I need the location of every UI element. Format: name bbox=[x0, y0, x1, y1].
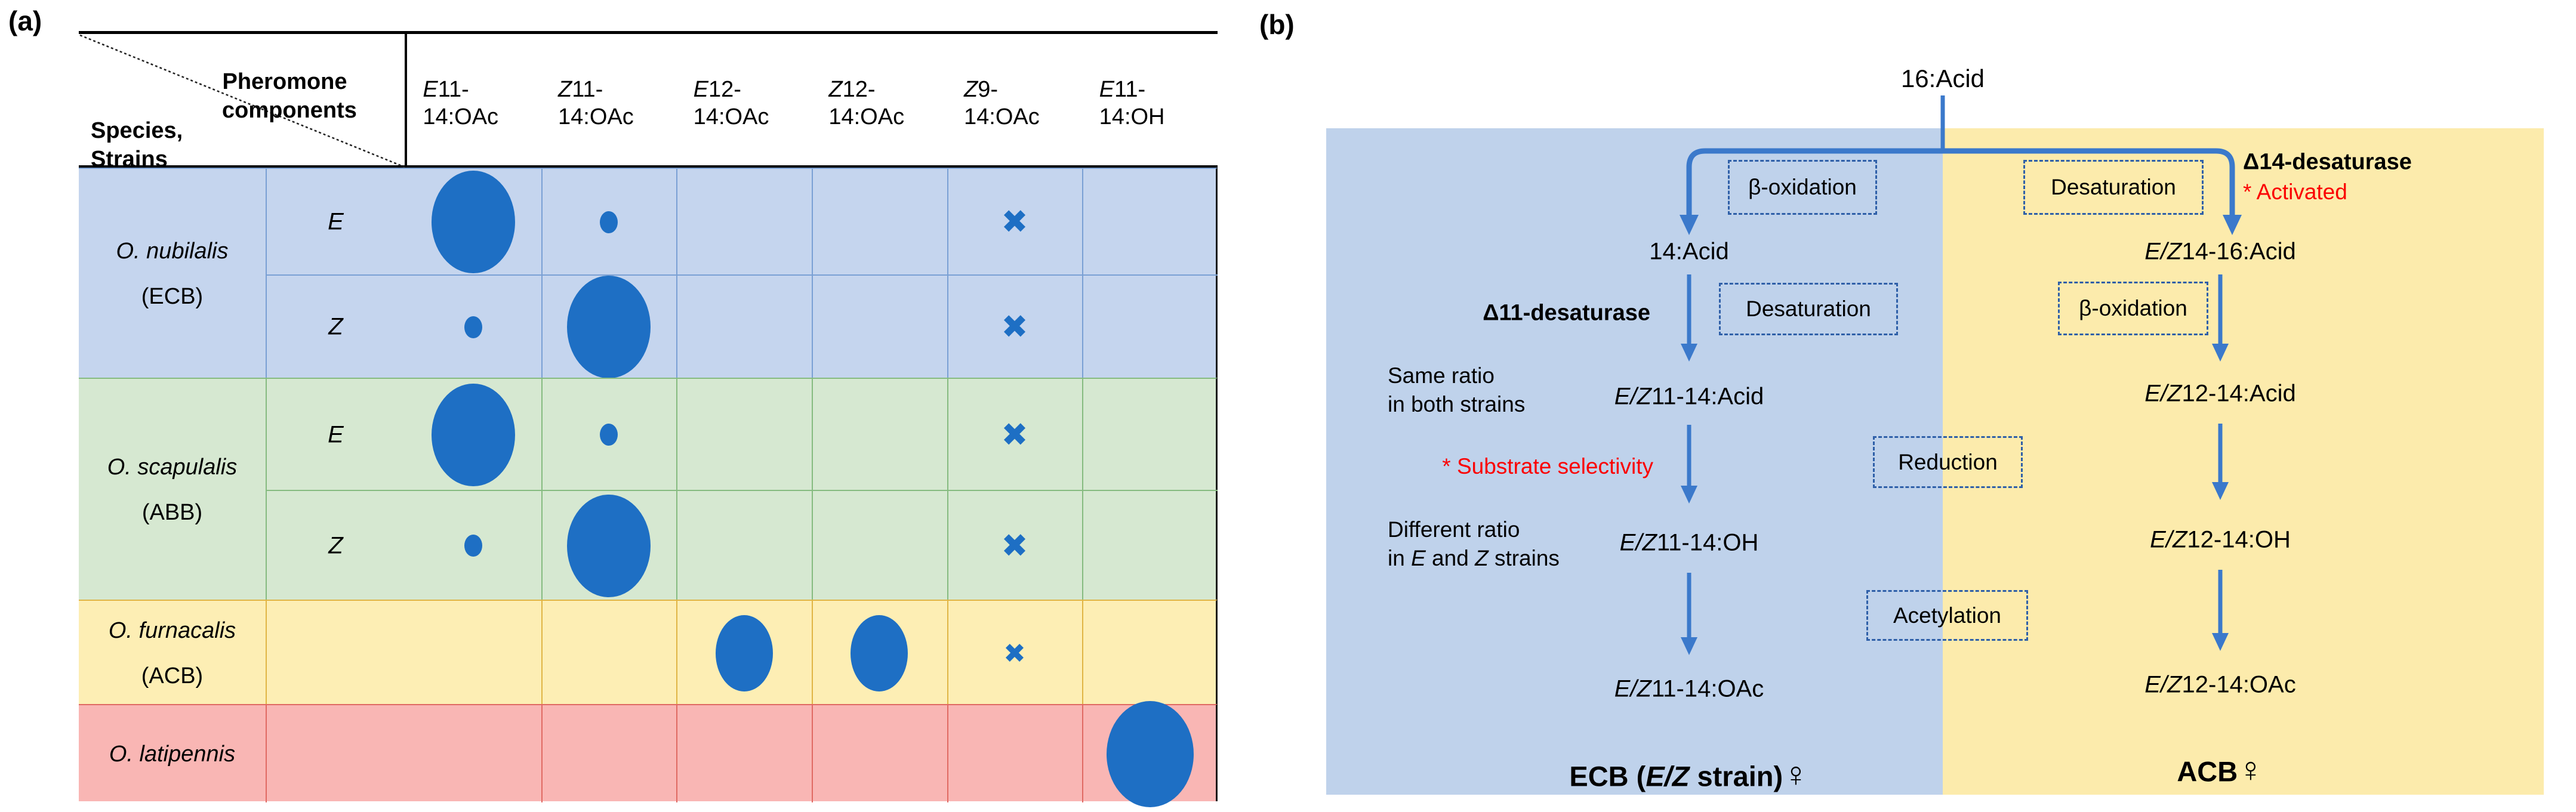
column-header-1: Z11-14:OAc bbox=[558, 77, 634, 129]
absent-component-x-mark: ✖ bbox=[1003, 638, 1026, 668]
column-header-4: Z9-14:OAc bbox=[964, 77, 1040, 129]
grid-line bbox=[676, 601, 678, 705]
table-section-latipennis: O. latipennis bbox=[79, 700, 1218, 807]
pheromone-amount-circle-large bbox=[432, 383, 516, 486]
panel-b-label: (b) bbox=[1259, 9, 1295, 40]
strain-divider-line bbox=[266, 274, 1218, 276]
absent-component-x-mark: ✖ bbox=[1001, 309, 1028, 345]
node-14-acid: 14:Acid bbox=[1649, 238, 1729, 265]
node-16-acid: 16:Acid bbox=[1900, 64, 1985, 92]
grid-line bbox=[541, 601, 543, 705]
strain-cell: Z bbox=[328, 313, 343, 340]
column-header-3: Z12-14:OAc bbox=[828, 77, 905, 129]
substrate-selectivity-note: * Substrate selectivity bbox=[1442, 454, 1653, 478]
pheromone-amount-circle-large bbox=[432, 171, 516, 273]
pheromone-amount-circle-small bbox=[600, 424, 618, 446]
pheromone-amount-circle-small bbox=[464, 316, 483, 338]
grid-line bbox=[1082, 169, 1084, 379]
table-section-acb: O. furnacalis(ACB) ✖ bbox=[79, 600, 1218, 705]
grid-line bbox=[676, 169, 678, 379]
pheromone-amount-circle-small bbox=[464, 535, 483, 557]
column-header-5: E11-14:OH bbox=[1099, 77, 1165, 129]
grid-line bbox=[947, 705, 948, 802]
table-section-ecb: O. nubilalis(ECB) E ✖ Z ✖ bbox=[79, 168, 1218, 379]
absent-component-x-mark: ✖ bbox=[1001, 204, 1028, 240]
acb-background bbox=[1943, 128, 2544, 795]
column-header-2: E12-14:OAc bbox=[693, 77, 769, 129]
grid-line bbox=[541, 705, 543, 802]
grid-line bbox=[541, 169, 543, 379]
acb-footer: ACB♀ bbox=[2177, 750, 2264, 789]
grid-line bbox=[1082, 705, 1084, 802]
grid-line bbox=[266, 705, 267, 802]
strain-cell: Z bbox=[328, 532, 343, 558]
reduction-box: Reduction bbox=[1873, 436, 2023, 488]
acetylation-box: Acetylation bbox=[1866, 590, 2028, 641]
grid-line bbox=[266, 169, 267, 379]
grid-line bbox=[812, 705, 813, 802]
node-ez12-14-oac: E/Z12-14:OAc bbox=[2144, 671, 2296, 698]
pheromone-amount-circle-large bbox=[567, 276, 651, 378]
column-header-0: E11-14:OAc bbox=[423, 77, 499, 129]
pheromone-amount-circle-medium bbox=[715, 615, 773, 691]
pathway-panel: (b) 16:Acid 14:Acid bbox=[1253, 0, 2576, 812]
grid-line bbox=[676, 705, 678, 802]
species-cell-acb: O. furnacalis(ACB) bbox=[108, 618, 236, 688]
grid-line bbox=[812, 601, 813, 705]
node-ez11-14-acid: E/Z11-14:Acid bbox=[1614, 383, 1764, 410]
node-ez12-14-acid: E/Z12-14:Acid bbox=[2144, 380, 2296, 407]
pheromone-amount-circle-xlarge bbox=[1106, 700, 1194, 807]
beta-oxidation-box-right: β-oxidation bbox=[2058, 282, 2208, 335]
node-ez11-14-oh: E/Z11-14:OH bbox=[1619, 529, 1759, 556]
strain-cell: E bbox=[328, 421, 344, 447]
grid-line bbox=[1082, 601, 1084, 705]
ecb-strain-footer: ECB (E/Z strain)♀ bbox=[1569, 755, 1809, 794]
pheromone-amount-circle-large bbox=[567, 494, 651, 597]
table-section-abb: O. scapulalis(ABB) E ✖ Z ✖ bbox=[79, 378, 1218, 601]
pheromone-amount-circle-small bbox=[600, 211, 618, 233]
species-cell-latipennis: O. latipennis bbox=[109, 741, 236, 767]
grid-line bbox=[812, 169, 813, 379]
strain-divider-line bbox=[266, 490, 1218, 491]
delta11-desaturase-label: Δ11-desaturase bbox=[1483, 300, 1650, 326]
grid-line bbox=[947, 169, 948, 379]
delta14-desaturase-label: Δ14-desaturase bbox=[2243, 149, 2412, 175]
node-ez12-14-oh: E/Z12-14:OH bbox=[2150, 526, 2291, 553]
strain-cell: E bbox=[328, 208, 344, 235]
node-ez14-16-acid: E/Z14-16:Acid bbox=[2144, 238, 2296, 265]
desaturation-box-left: Desaturation bbox=[1719, 283, 1898, 335]
header-species-strains: Species,Strains bbox=[91, 118, 183, 172]
node-ez11-14-oac: E/Z11-14:OAc bbox=[1614, 675, 1764, 702]
species-cell-ecb: O. nubilalis(ECB) bbox=[116, 239, 229, 309]
grid-line bbox=[266, 601, 267, 705]
pheromone-amount-circle-medium bbox=[851, 615, 908, 691]
grid-line bbox=[947, 601, 948, 705]
panel-a-label: (a) bbox=[8, 5, 42, 36]
beta-oxidation-box-left: β-oxidation bbox=[1728, 160, 1877, 215]
absent-component-x-mark: ✖ bbox=[1001, 527, 1028, 564]
species-cell-abb: O. scapulalis(ABB) bbox=[107, 455, 238, 525]
desaturation-box-right: Desaturation bbox=[2023, 160, 2204, 215]
activated-note: * Activated bbox=[2243, 180, 2347, 204]
absent-component-x-mark: ✖ bbox=[1001, 416, 1028, 453]
ecb-background bbox=[1326, 128, 1943, 795]
